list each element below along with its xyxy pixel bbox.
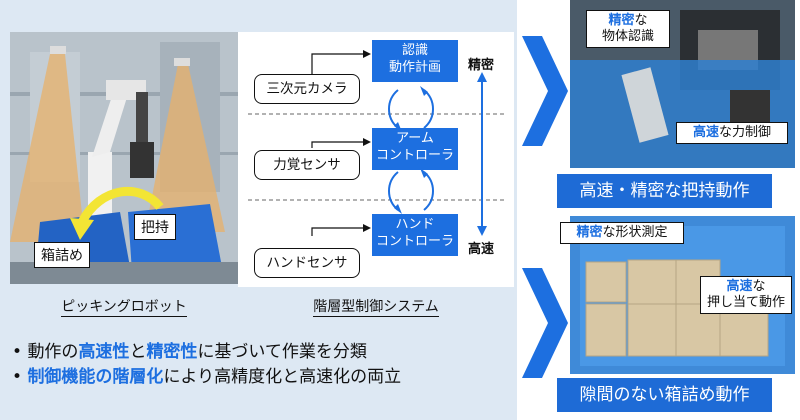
robot-illustration (10, 32, 238, 284)
robot-caption: ピッキングロボット (10, 296, 238, 317)
bullet-1: • 動作の高速性と精密性に基づいて作業を分類 (12, 342, 367, 362)
boxing-label: 箱詰め (34, 242, 90, 268)
bullet-1-highlight-speed: 高速性 (78, 342, 130, 362)
controller-recognition-line1: 認識 (401, 43, 428, 58)
grasp-label: 把持 (134, 214, 176, 240)
callout-precise-recognition-suffix: な (634, 13, 648, 28)
callout-precise-shape-highlight: 精密 (576, 225, 603, 240)
bullet-1-text-b: と (129, 342, 147, 362)
speed-label: 高速 (468, 242, 495, 257)
callout-precise-recognition-highlight: 精密 (608, 13, 635, 28)
sensor-3d-camera: 三次元カメラ (254, 74, 360, 104)
callout-fast-force-highlight: 高速 (692, 125, 719, 140)
callout-precise-shape-suffix: な形状測定 (602, 225, 668, 240)
chevron-right-icon-top (522, 36, 568, 146)
callout-fast-push-highlight: 高速 (726, 279, 753, 294)
bullet-2: • 制御機能の階層化により高精度化と高速化の両立 (12, 367, 402, 387)
callout-precise-recognition-line2: 物体認識 (601, 29, 654, 44)
grasp-motion-label: 高速・精密な把持動作 (557, 174, 772, 208)
controller-recognition: 認識 動作計画 (372, 40, 458, 82)
callout-fast-push: 高速な 押し当て動作 (700, 276, 792, 314)
sensor-force: 力覚センサ (254, 150, 360, 180)
bullet-1-highlight-precision: 精密性 (146, 342, 198, 362)
controller-arm: アーム コントローラ (372, 128, 458, 170)
boxing-motion-label: 隙間のない箱詰め動作 (557, 378, 772, 412)
diagram-caption: 階層型制御システム (238, 296, 514, 317)
summary-bullets: • 動作の高速性と精密性に基づいて作業を分類 • 制御機能の階層化により高精度化… (12, 340, 512, 390)
callout-fast-force-suffix: な力制御 (719, 125, 772, 140)
bullet-2-highlight: 制御機能の階層化 (27, 367, 164, 387)
robot-photo: 箱詰め 把持 (10, 32, 238, 284)
bullet-2-text: により高精度化と高速化の両立 (163, 367, 402, 387)
callout-fast-force: 高速な力制御 (676, 122, 788, 144)
control-diagram: 三次元カメラ 力覚センサ ハンドセンサ 認識 動作計画 アーム コントローラ ハ… (238, 32, 514, 287)
callout-precise-shape: 精密な形状測定 (560, 222, 684, 244)
chevron-right-icon-bottom (522, 268, 568, 378)
diagram-caption-text: 階層型制御システム (313, 299, 439, 317)
bullet-1-text-a: 動作の (27, 342, 79, 362)
sensor-hand: ハンドセンサ (254, 248, 360, 278)
callout-fast-push-line2: 押し当て動作 (706, 295, 785, 310)
callout-precise-recognition: 精密な 物体認識 (586, 10, 670, 48)
diagram-lines (248, 50, 506, 236)
precision-label: 精密 (468, 58, 495, 73)
controller-recognition-line2: 動作計画 (388, 60, 441, 75)
robot-caption-text: ピッキングロボット (61, 299, 187, 317)
bullet-1-text-c: に基づいて作業を分類 (197, 342, 367, 362)
controller-hand-line2: コントローラ (375, 234, 454, 249)
controller-hand: ハンド コントローラ (372, 214, 458, 256)
controller-arm-line2: コントローラ (375, 148, 454, 163)
callout-fast-push-suffix: な (752, 279, 766, 294)
controller-arm-line1: アーム (396, 131, 434, 146)
controller-hand-line1: ハンド (395, 217, 435, 232)
